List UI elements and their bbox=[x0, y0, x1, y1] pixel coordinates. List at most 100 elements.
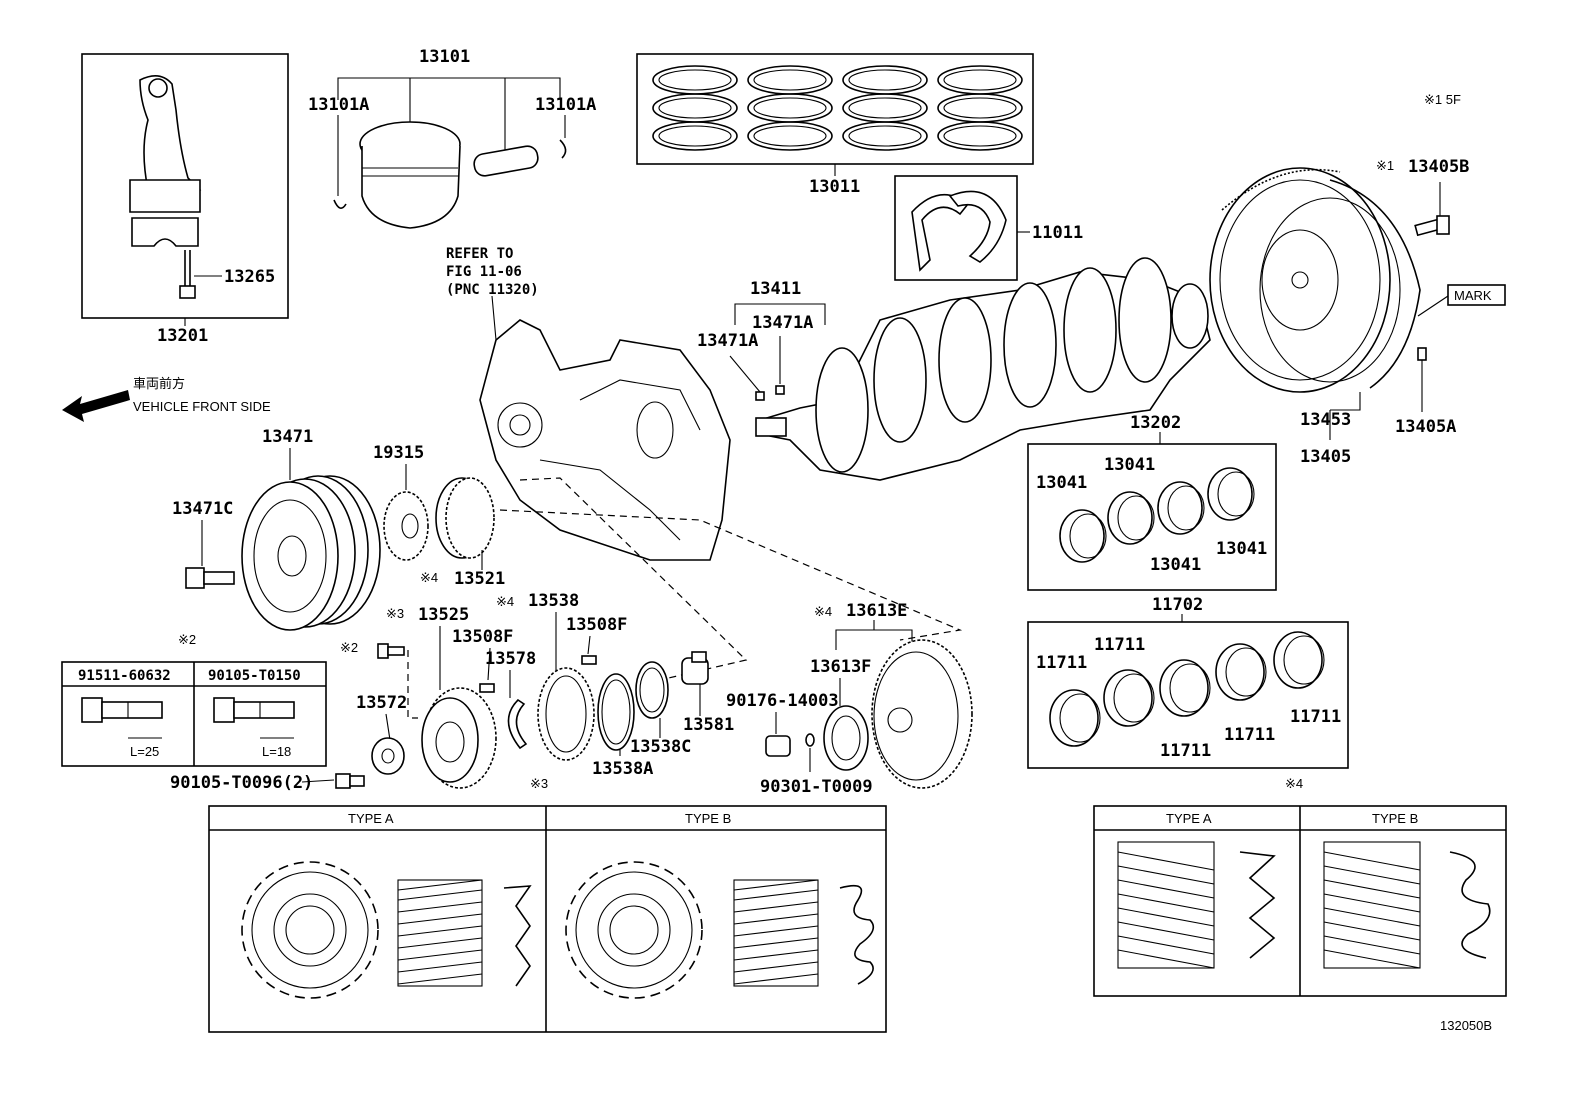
piston-rings-drawing bbox=[652, 65, 1023, 151]
main-bearing-box bbox=[1027, 443, 1277, 591]
label-11711-5: 11711 bbox=[1290, 707, 1341, 727]
label-13471a-1: 13471A bbox=[752, 313, 813, 333]
ring-13538c-drawing bbox=[635, 661, 669, 719]
label-11711-4: 11711 bbox=[1224, 725, 1275, 745]
type3-a-sprocket bbox=[241, 861, 379, 999]
bolt-len-2: L=18 bbox=[262, 744, 291, 759]
pin-90176-drawing bbox=[765, 735, 791, 757]
label-13538c: 13538C bbox=[630, 737, 691, 757]
note-1-5f: ※1 5F bbox=[1424, 92, 1461, 107]
diagram-id: 132050B bbox=[1440, 1018, 1492, 1033]
vehicle-front-jp: 車両前方 bbox=[133, 376, 185, 391]
thrust-washer-drawing bbox=[911, 190, 1007, 272]
label-13405: 13405 bbox=[1300, 447, 1351, 467]
label-90176-14003: 90176-14003 bbox=[726, 691, 839, 711]
type3-a: TYPE A bbox=[348, 811, 394, 826]
refer-line1: REFER TO bbox=[446, 246, 513, 262]
bolt-91511-drawing bbox=[81, 697, 163, 739]
label-13572: 13572 bbox=[356, 693, 407, 713]
type4-note: ※4 bbox=[1285, 776, 1303, 791]
label-13265: 13265 bbox=[224, 267, 275, 287]
label-13405b: 13405B bbox=[1408, 157, 1469, 177]
main-bearings-drawing bbox=[1059, 467, 1255, 563]
label-13202: 13202 bbox=[1130, 413, 1181, 433]
refer-line3: (PNC 11320) bbox=[446, 282, 539, 298]
label-13011: 13011 bbox=[809, 177, 860, 197]
seal-13613f-drawing bbox=[823, 705, 869, 771]
note-2-small: ※2 bbox=[340, 640, 358, 655]
refer-line2: FIG 11-06 bbox=[446, 264, 522, 280]
label-11711-3: 11711 bbox=[1160, 741, 1211, 761]
bolt-table-note: ※2 bbox=[178, 632, 196, 647]
bolt-13471c bbox=[185, 567, 235, 589]
note-13521: ※4 bbox=[420, 570, 438, 585]
key-13578-drawing bbox=[507, 698, 528, 750]
bolt-table-col1: 91511-60632 bbox=[78, 668, 171, 684]
label-13101a-right: 13101A bbox=[535, 95, 596, 115]
note-13613e: ※4 bbox=[814, 604, 832, 619]
gear-19315-drawing bbox=[383, 491, 429, 561]
flywheel-drawing bbox=[1209, 167, 1421, 393]
label-13041-1: 13041 bbox=[1036, 473, 1087, 493]
ring-13538a-drawing bbox=[597, 673, 635, 751]
timing-cover-drawing bbox=[479, 319, 731, 561]
label-13411: 13411 bbox=[750, 279, 801, 299]
label-13041-4: 13041 bbox=[1216, 539, 1267, 559]
label-11711-1: 11711 bbox=[1036, 653, 1087, 673]
plate-13538-drawing bbox=[537, 667, 595, 761]
plate-13572-drawing bbox=[371, 737, 405, 775]
thrust-washer-box bbox=[894, 175, 1018, 281]
bolt-note2-drawing bbox=[377, 643, 405, 659]
label-90105-t0096: 90105-T0096(2) bbox=[170, 773, 313, 793]
label-13453: 13453 bbox=[1300, 410, 1351, 430]
sensor-13581-drawing bbox=[681, 651, 709, 685]
label-13041-3: 13041 bbox=[1150, 555, 1201, 575]
label-13471c: 13471C bbox=[172, 499, 233, 519]
conrod-bearings-drawing bbox=[1049, 631, 1325, 747]
type3-b-profile bbox=[733, 879, 875, 987]
label-13521: 13521 bbox=[454, 569, 505, 589]
connecting-rod-drawing bbox=[129, 75, 202, 299]
mark-label: MARK bbox=[1454, 288, 1492, 303]
type4-b-profile bbox=[1323, 841, 1491, 969]
conrod-bearing-box bbox=[1027, 621, 1349, 769]
crank-pulley-drawing bbox=[241, 475, 381, 631]
piston-drawing bbox=[333, 121, 567, 229]
note-13538: ※4 bbox=[496, 594, 514, 609]
note-13525: ※3 bbox=[386, 606, 404, 621]
label-13101: 13101 bbox=[419, 47, 470, 67]
type4-b: TYPE B bbox=[1372, 811, 1418, 826]
gear-13613e-drawing bbox=[871, 639, 973, 789]
label-13101a-left: 13101A bbox=[308, 95, 369, 115]
label-13471a-2: 13471A bbox=[697, 331, 758, 351]
label-13405a: 13405A bbox=[1395, 417, 1456, 437]
label-13538a: 13538A bbox=[592, 759, 653, 779]
bolt-90105-drawing bbox=[213, 697, 295, 739]
bolt-90105-t0096-drawing bbox=[335, 773, 365, 789]
type3-a-profile bbox=[397, 879, 532, 987]
label-13508f-1: 13508F bbox=[452, 627, 513, 647]
type3-note: ※3 bbox=[530, 776, 548, 791]
vehicle-front-en: VEHICLE FRONT SIDE bbox=[133, 399, 271, 414]
label-90301-t0009: 90301-T0009 bbox=[760, 777, 873, 797]
label-11011: 11011 bbox=[1032, 223, 1083, 243]
type3-b-sprocket bbox=[565, 861, 703, 999]
label-11711-2: 11711 bbox=[1094, 635, 1145, 655]
type4-a-profile bbox=[1117, 841, 1276, 969]
bolt-len-1: L=25 bbox=[130, 744, 159, 759]
label-11702: 11702 bbox=[1152, 595, 1203, 615]
label-13508f-2: 13508F bbox=[566, 615, 627, 635]
label-13613f: 13613F bbox=[810, 657, 871, 677]
type-table-3 bbox=[208, 805, 887, 1033]
mark-box bbox=[1447, 284, 1506, 306]
gear-13525-drawing bbox=[421, 687, 497, 789]
vehicle-front-arrow bbox=[62, 390, 130, 422]
label-13538: 13538 bbox=[528, 591, 579, 611]
crankshaft-drawing bbox=[755, 257, 1211, 481]
bolt-13405b bbox=[1414, 215, 1450, 237]
label-13581: 13581 bbox=[683, 715, 734, 735]
type4-a: TYPE A bbox=[1166, 811, 1212, 826]
note-13405b: ※1 bbox=[1376, 158, 1394, 173]
